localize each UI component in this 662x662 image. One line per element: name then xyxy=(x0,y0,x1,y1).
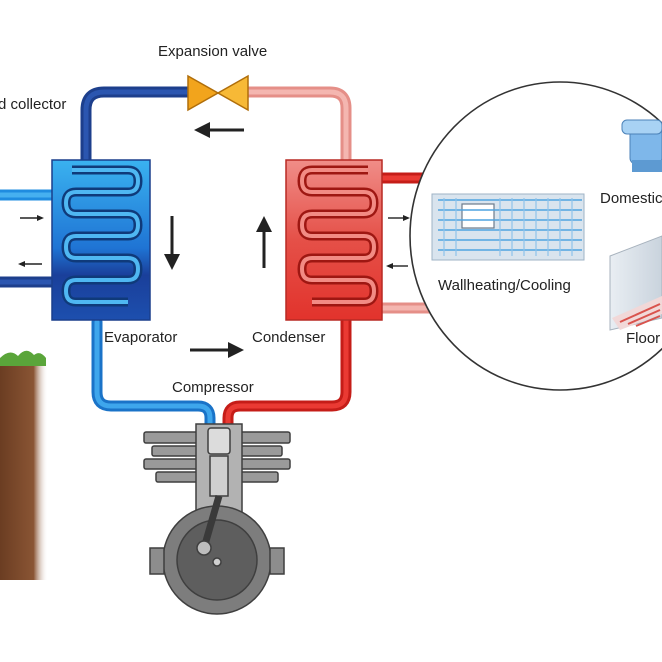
condenser xyxy=(285,159,383,321)
label-wall-heating: Wallheating/Cooling xyxy=(438,277,571,294)
arrow-down-evaporator xyxy=(164,216,180,270)
flow-arrows xyxy=(18,122,410,358)
arrow-right-bottom xyxy=(190,342,244,358)
ground-soil xyxy=(0,350,48,580)
heating-distribution xyxy=(409,81,662,391)
faucet-icon xyxy=(621,119,662,172)
evaporator xyxy=(51,159,151,321)
label-ground-collector: d collector xyxy=(0,96,66,113)
label-evaporator: Evaporator xyxy=(104,329,177,346)
label-domestic: Domestic xyxy=(600,190,662,207)
floor-heating-icon xyxy=(609,235,662,331)
labels: Expansion valve d collector Evaporator C… xyxy=(0,43,662,396)
label-condenser: Condenser xyxy=(252,329,325,346)
label-expansion-valve: Expansion valve xyxy=(158,43,267,60)
arrow-up-condenser xyxy=(256,216,272,268)
label-floor: Floor xyxy=(626,330,660,347)
small-arrow-out-left xyxy=(18,261,42,267)
compressor xyxy=(143,423,291,615)
small-arrow-in-right xyxy=(386,263,408,269)
wall-heating-panel xyxy=(431,193,585,261)
arrow-left-top xyxy=(194,122,244,138)
small-arrow-out-right xyxy=(388,215,410,221)
small-arrow-in-left xyxy=(20,215,44,221)
expansion-valve xyxy=(187,74,249,112)
label-compressor: Compressor xyxy=(172,379,254,396)
